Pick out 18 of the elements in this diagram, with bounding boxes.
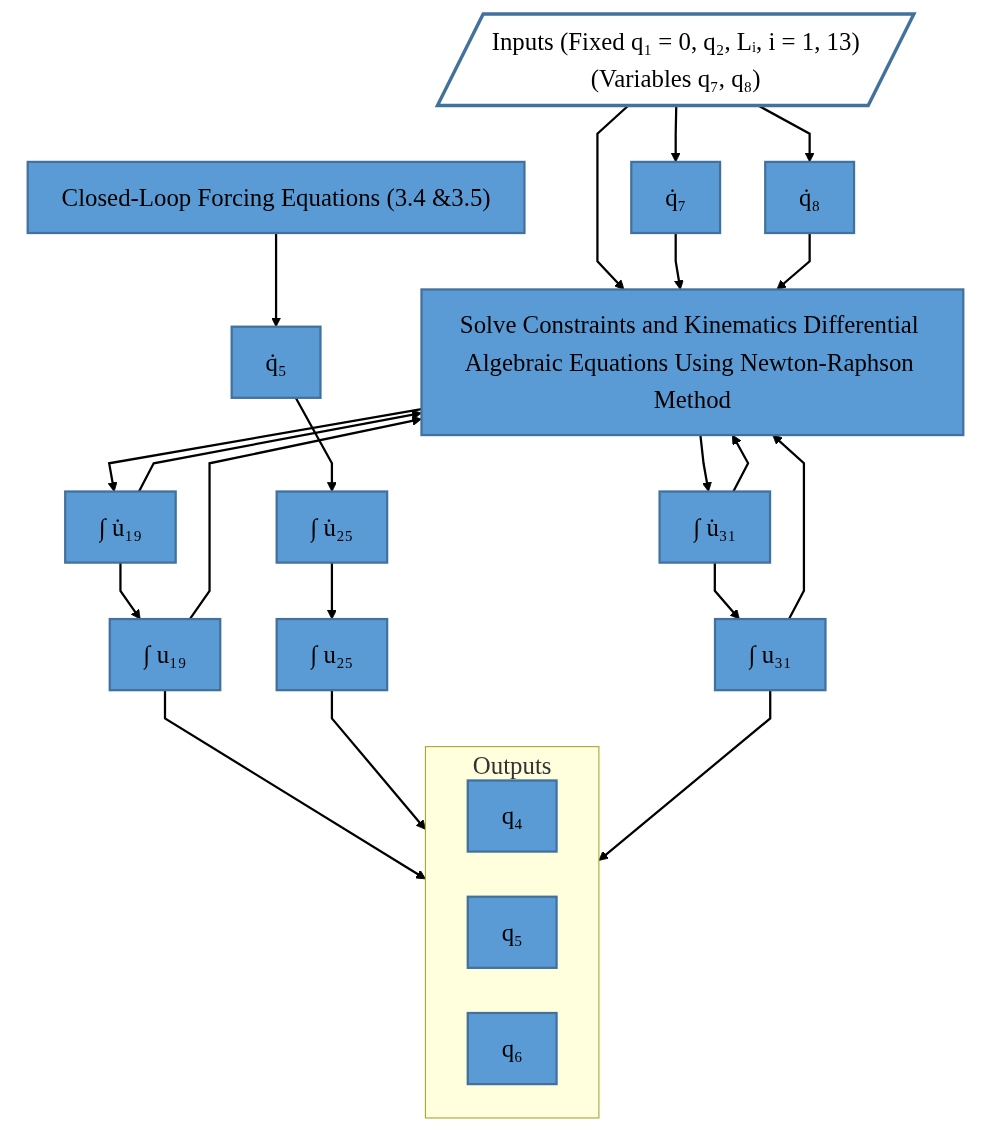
node-box: q₅ (466, 895, 558, 969)
node-box: q₄ (466, 779, 558, 853)
arrow (713, 562, 740, 620)
node-box: q̇₅ (230, 325, 322, 399)
arrow (188, 415, 422, 620)
arrow (776, 233, 811, 290)
arrow (673, 233, 684, 290)
arrow (326, 562, 337, 620)
node-box: Solve Constraints and Kinematics Differential Algebraic Equations Using Newton-Raphson Method (420, 288, 965, 437)
node-box: q₆ (466, 1011, 558, 1086)
arrow (163, 690, 426, 880)
arrow (294, 397, 337, 492)
arrow (119, 562, 141, 620)
arrow (598, 690, 772, 861)
node-box: Closed-Loop Forcing Equations (3.4 &3.5) (26, 160, 526, 235)
node-box: q̇₇ (630, 160, 722, 235)
arrow (330, 690, 426, 830)
node-box: q̇₈ (764, 160, 856, 235)
